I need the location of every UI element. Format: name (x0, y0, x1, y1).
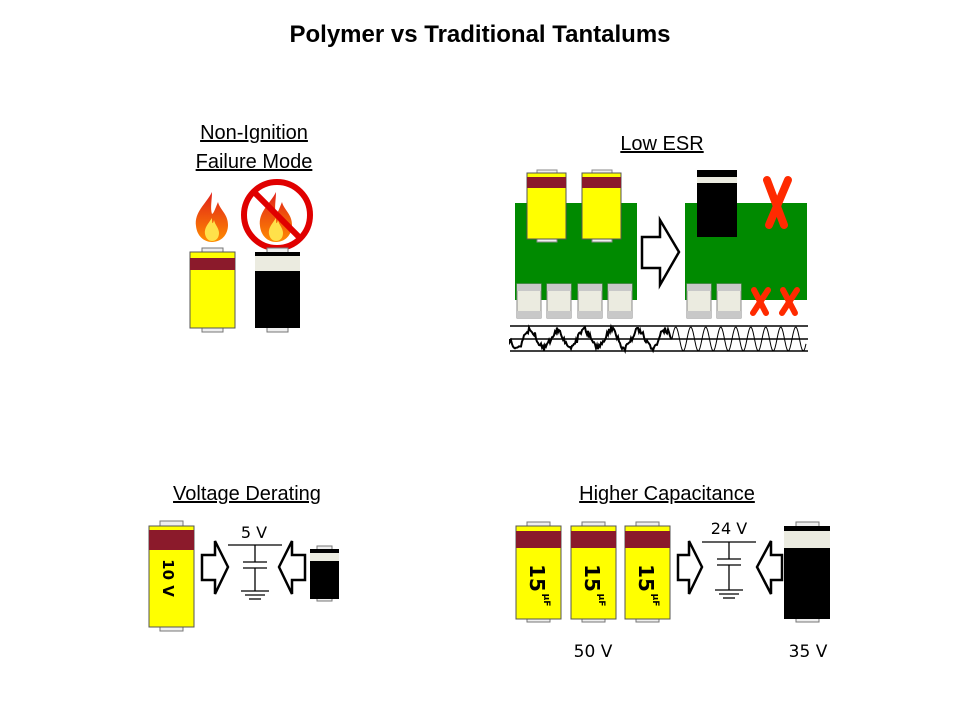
higher-capacitance-panel: Higher Capacitance 15 µF 15 µF 15 µF 24 … (516, 483, 830, 662)
slide-title: Polymer vs Traditional Tantalums (290, 21, 671, 48)
polymer-tantalum-capacitor (310, 546, 339, 601)
ripple-waveform (510, 326, 808, 351)
traditional-tantalum-capacitor (582, 170, 621, 242)
capacitance-unit: µF (541, 594, 551, 607)
left-arrow-icon (757, 541, 782, 594)
traditional-tantalum-capacitor: 10 V (149, 521, 194, 631)
capacitance-value: 15 (580, 564, 604, 592)
rail-voltage-label: 24 V (711, 519, 747, 538)
traditional-tantalum-capacitor: 15 µF (571, 522, 616, 622)
capacitance-value: 15 (634, 564, 658, 592)
polymer-tantalum-capacitor (255, 248, 300, 332)
non-ignition-title-line1: Non-Ignition (200, 122, 308, 144)
traditional-tantalum-capacitor: 15 µF (516, 522, 561, 622)
flame-icon (196, 192, 228, 242)
traditional-voltage-label: 50 V (574, 642, 613, 662)
polymer-tantalum-capacitor (697, 170, 737, 237)
non-ignition-panel: Non-Ignition Failure Mode (190, 122, 312, 332)
capacitor-voltage-rating: 10 V (159, 559, 177, 597)
traditional-tantalum-capacitor: 15 µF (625, 522, 670, 622)
left-arrow-icon (279, 541, 305, 594)
capacitor-symbol-icon (228, 545, 282, 599)
capacitance-unit: µF (650, 594, 660, 607)
higher-capacitance-title: Higher Capacitance (579, 483, 755, 505)
polymer-voltage-label: 35 V (789, 642, 828, 662)
voltage-derating-panel: Voltage Derating 10 V 5 V (149, 483, 339, 631)
capacitor-symbol-icon (702, 542, 756, 598)
right-arrow-icon (202, 541, 228, 594)
right-arrow-icon (678, 541, 702, 594)
traditional-tantalum-capacitor (527, 170, 566, 242)
capacitance-value: 15 (525, 564, 549, 592)
right-arrow-icon (642, 220, 679, 285)
low-esr-title: Low ESR (620, 133, 703, 155)
traditional-tantalum-capacitor (190, 248, 235, 332)
rail-voltage-label: 5 V (241, 523, 267, 542)
polymer-tantalum-capacitor (784, 522, 830, 622)
non-ignition-title-line2: Failure Mode (196, 151, 313, 173)
capacitance-unit: µF (596, 594, 606, 607)
low-esr-panel: Low ESR (510, 133, 808, 351)
voltage-derating-title: Voltage Derating (173, 483, 321, 505)
